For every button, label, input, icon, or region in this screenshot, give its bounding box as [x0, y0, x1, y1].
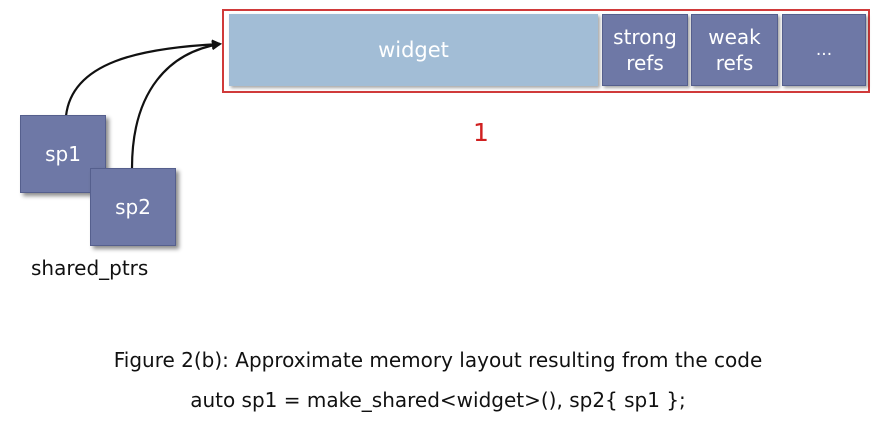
widget-cell: widget [229, 14, 598, 86]
sp1-box: sp1 [20, 115, 106, 193]
ref-count-label: 1 [473, 118, 489, 147]
control-block-outline [222, 9, 870, 93]
figure-caption: Figure 2(b): Approximate memory layout r… [0, 340, 876, 420]
strong-refs-label-line1: strong [613, 25, 677, 49]
more-fields-cell: ... [782, 14, 866, 86]
shared-ptrs-label: shared_ptrs [31, 256, 149, 280]
sp2-label: sp2 [115, 195, 151, 219]
weak-refs-label-line1: weak [708, 25, 761, 49]
sp1-label: sp1 [45, 142, 81, 166]
caption-line-2: auto sp1 = make_shared<widget>(), sp2{ s… [190, 388, 686, 412]
more-fields-label: ... [815, 40, 833, 60]
sp2-box: sp2 [90, 168, 176, 246]
sp1-arrow [64, 39, 222, 117]
weak-refs-label-line2: refs [715, 51, 754, 75]
caption-line-1: Figure 2(b): Approximate memory layout r… [113, 348, 763, 372]
strong-refs-label-line2: refs [626, 51, 664, 75]
sp2-arrow [130, 40, 222, 169]
weak-refs-cell: weak refs [691, 14, 778, 86]
widget-label: widget [378, 38, 449, 62]
strong-refs-cell: strong refs [602, 14, 688, 86]
